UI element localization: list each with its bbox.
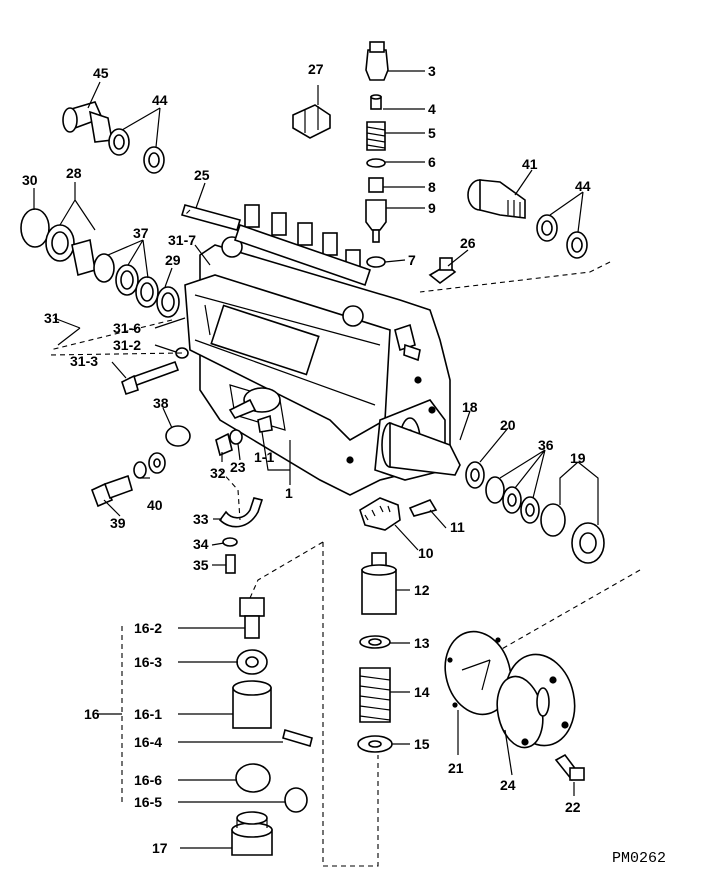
- label-16-2: 16-2: [134, 620, 162, 636]
- bolt-26: [428, 257, 457, 285]
- clamp-part-27: [292, 104, 331, 139]
- label-40: 40: [147, 497, 163, 513]
- label-16-3: 16-3: [134, 654, 162, 670]
- label-33: 33: [193, 511, 209, 527]
- rings-36: [485, 476, 540, 524]
- label-44-right: 44: [575, 178, 591, 194]
- label-3: 3: [428, 63, 436, 79]
- coupling-19: [540, 503, 605, 564]
- label-23: 23: [230, 459, 246, 475]
- label-31-6: 31-6: [113, 320, 141, 336]
- delivery-valve-holders: [180, 204, 372, 287]
- label-25: 25: [194, 167, 210, 183]
- label-27: 27: [308, 61, 324, 77]
- label-24: 24: [500, 777, 516, 793]
- label-21: 21: [448, 760, 464, 776]
- bolt-45: [62, 101, 113, 143]
- label-1: 1: [285, 485, 293, 501]
- label-15: 15: [414, 736, 430, 752]
- label-32: 32: [210, 465, 226, 481]
- label-31-3: 31-3: [70, 353, 98, 369]
- label-9: 9: [428, 200, 436, 216]
- label-28: 28: [66, 165, 82, 181]
- label-16-4: 16-4: [134, 734, 162, 750]
- label-16-6: 16-6: [134, 772, 162, 788]
- label-34: 34: [193, 536, 209, 552]
- label-35: 35: [193, 557, 209, 573]
- label-16: 16: [84, 706, 100, 722]
- label-31-7: 31-7: [168, 232, 196, 248]
- small-parts-center: [165, 398, 273, 457]
- label-30: 30: [22, 172, 38, 188]
- label-45: 45: [93, 65, 109, 81]
- label-31: 31: [44, 310, 60, 326]
- label-22: 22: [565, 799, 581, 815]
- label-44-left: 44: [152, 92, 168, 108]
- label-29: 29: [165, 252, 181, 268]
- label-37: 37: [133, 225, 149, 241]
- label-12: 12: [414, 582, 430, 598]
- delivery-valve-stack: [365, 41, 389, 268]
- label-13: 13: [414, 635, 430, 651]
- label-41: 41: [522, 156, 538, 172]
- leader-lines: [33, 70, 599, 849]
- label-6: 6: [428, 154, 436, 170]
- group-16-parts: [232, 597, 313, 813]
- label-26: 26: [460, 235, 476, 251]
- drawing-code: PM0262: [612, 850, 666, 867]
- label-31-2: 31-2: [113, 337, 141, 353]
- label-18: 18: [462, 399, 478, 415]
- label-10: 10: [418, 545, 434, 561]
- part-labels: 3 4 5 6 8 9 7 27 45 44 41 44 30 28 25 37…: [22, 61, 591, 856]
- bolt-22: [554, 753, 585, 782]
- gear-10: [359, 497, 438, 531]
- label-20: 20: [500, 417, 516, 433]
- label-19: 19: [570, 450, 586, 466]
- label-39: 39: [110, 515, 126, 531]
- dashed-leaders: [49, 209, 641, 867]
- rings-left: [20, 208, 180, 318]
- washers-44-left: [108, 128, 165, 174]
- bolt-41: [467, 179, 526, 219]
- tappet-stack: [357, 552, 397, 753]
- label-14: 14: [414, 684, 430, 700]
- label-17: 17: [152, 840, 168, 856]
- gasket-21: [444, 630, 512, 716]
- flange-24: [496, 653, 576, 749]
- washers-44-right: [536, 214, 588, 259]
- label-11: 11: [450, 519, 465, 535]
- label-16-1: 16-1: [134, 706, 162, 722]
- label-1-1: 1-1: [254, 449, 274, 465]
- label-38: 38: [153, 395, 169, 411]
- plug-17: [231, 811, 273, 856]
- label-36: 36: [538, 437, 554, 453]
- label-16-5: 16-5: [134, 794, 162, 810]
- seal-and-bolt-31: [121, 347, 189, 396]
- camshaft-18: [381, 421, 485, 489]
- label-4: 4: [428, 101, 436, 117]
- bracket-33: [218, 497, 264, 574]
- label-7: 7: [408, 252, 416, 268]
- label-5: 5: [428, 125, 436, 141]
- label-8: 8: [428, 179, 436, 195]
